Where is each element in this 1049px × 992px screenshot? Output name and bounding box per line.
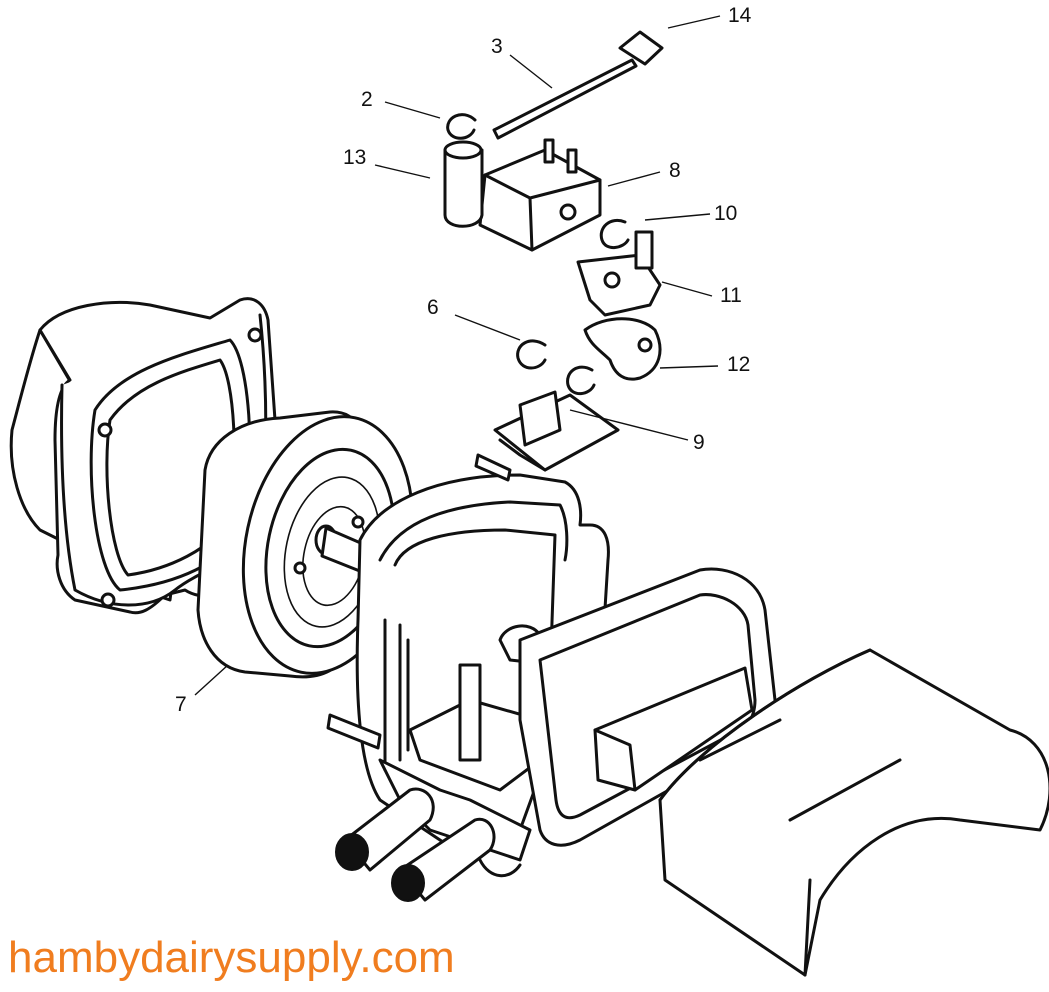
part-10-pin [634,230,654,270]
outer-cover [658,648,1049,977]
callout-2: 2 [361,88,373,111]
nozzles [335,787,522,902]
callout-10: 10 [714,202,738,225]
part-2-ring [446,113,477,140]
callout-11: 11 [720,284,742,307]
callout-13: 13 [343,146,367,169]
callout-7: 7 [175,693,187,716]
callout-14: 14 [728,4,752,27]
part-12-cam [583,317,662,381]
part-12-ring [566,365,596,396]
part-9-bracket [493,390,620,472]
site-watermark: hambydairysupply.com [8,933,455,982]
callout-3: 3 [491,35,503,58]
leader-lines [194,15,721,696]
callout-12: 12 [727,353,751,376]
callout-6: 6 [427,296,439,319]
part-11-lever [576,230,662,317]
part-13-cylinder [443,140,484,228]
part-3-rod [492,58,638,140]
part-6-ring [516,339,547,370]
part-8-block [478,138,602,252]
part-10-ring [599,219,630,249]
part-14-plug [618,30,664,66]
callout-8: 8 [669,159,681,182]
callout-9: 9 [693,431,705,454]
retaining-rings [446,113,630,396]
